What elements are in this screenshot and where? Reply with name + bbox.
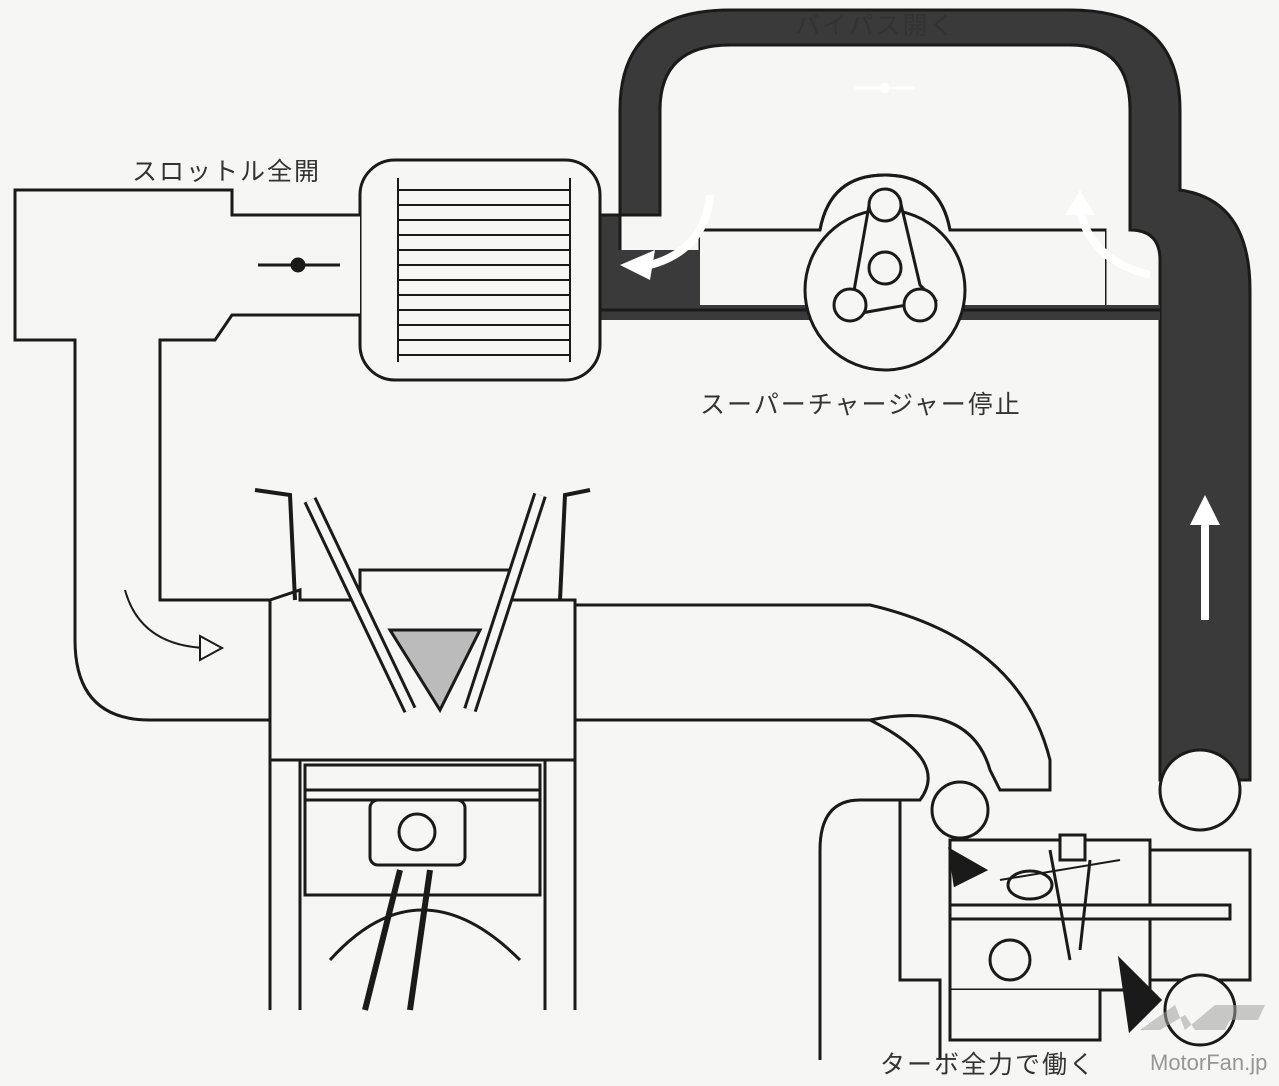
valve-spring-left xyxy=(254,488,297,601)
bypass-valve-icon xyxy=(855,83,915,93)
turbine-housing xyxy=(818,798,942,1060)
intercooler-fins xyxy=(397,178,571,362)
watermark-text: MotorFan.jp xyxy=(1150,1050,1268,1075)
bypass-pipe xyxy=(598,8,1252,782)
supercharger-rotor xyxy=(832,187,939,323)
throttle-valve-icon xyxy=(258,257,340,273)
intercooler xyxy=(358,158,602,382)
label-bypass-open: バイパス開く xyxy=(795,11,957,40)
piston-pin xyxy=(368,798,467,867)
flow-arrow-icon xyxy=(1076,209,1151,279)
exhaust-pipe xyxy=(575,603,1052,792)
label-throttle-full-open: スロットル全開 xyxy=(132,157,322,186)
valve-spring-right xyxy=(558,488,591,601)
connecting-rod xyxy=(362,869,403,1011)
intake-plenum xyxy=(13,188,360,722)
label-turbo-full-power: ターボ全力で働く xyxy=(880,1050,1097,1079)
turbocharger xyxy=(930,748,1252,1047)
cylinder xyxy=(268,760,577,1010)
label-supercharger-stopped: スーパーチャージャー停止 xyxy=(700,390,1022,419)
combustion-chamber xyxy=(387,628,483,714)
flow-arrow-icon xyxy=(648,194,714,269)
flow-arrow-icon xyxy=(124,589,206,649)
